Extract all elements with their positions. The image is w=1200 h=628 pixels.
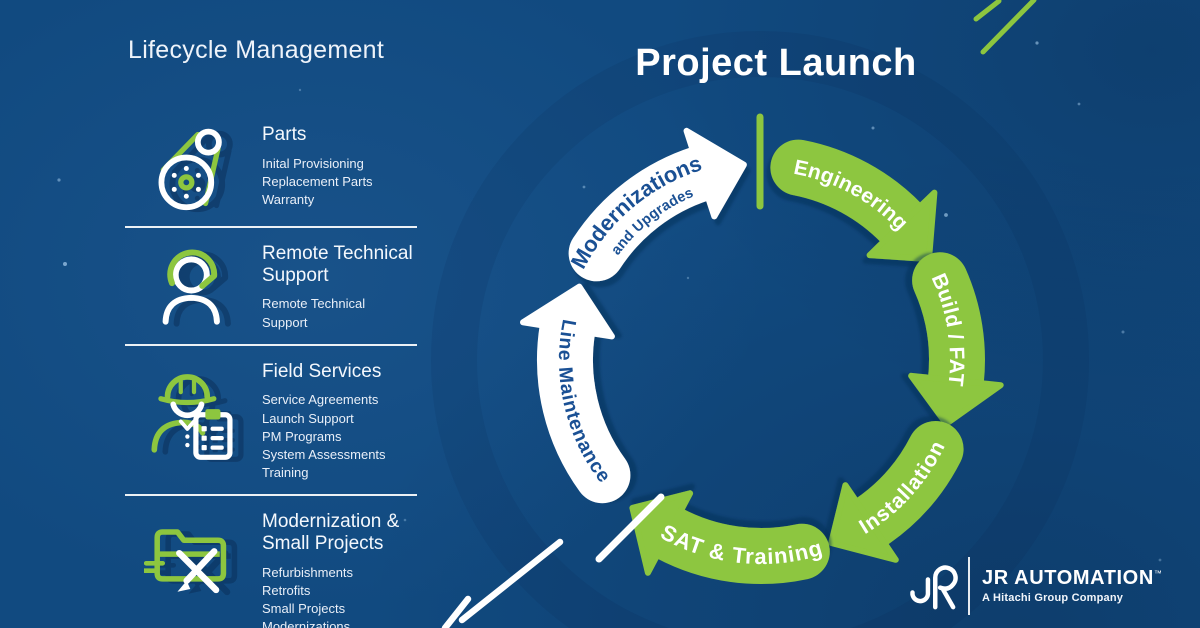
cycle-arrow-modernizations [568,127,747,282]
lifecycle-item: Remote Technical Support [262,296,366,330]
lifecycle-item: Small Projects [262,600,346,616]
logo-divider [968,557,970,615]
lifecycle-item: Launch Support [262,410,354,426]
lifecycle-item: Replacement Parts [262,173,373,189]
background-ring-decor [431,31,1089,628]
lifecycle-item: Service Agreements [262,392,379,408]
cycle-step-label-modernizations: Modernizations [565,150,705,273]
lifecycle-item: Retrofits [262,582,311,598]
trademark-symbol: ™ [1153,569,1163,578]
jr-monogram-icon [910,565,958,610]
headset-support-icon [162,249,220,325]
section-heading-modernization: Modernization & Small Projects [262,511,400,554]
lifecycle-item: Modernizations [262,619,351,628]
field-worker-icon [150,373,233,460]
lifecycle-item: PM Programs [262,428,342,444]
lifecycle-item: Warranty [262,192,315,208]
lifecycle-panel-title: Lifecycle Management [128,36,385,64]
lifecycle-item: Training [262,465,309,481]
star-dots-decor [57,41,1162,562]
logo-company-name: JR AUTOMATION™ [982,567,1163,589]
section-items-remote-support: Remote Technical Support [262,295,388,331]
cycle-arrow-line-maintenance [520,283,631,504]
lifecycle-panel: Lifecycle Management [125,36,417,628]
section-heading-parts: Parts [262,124,307,145]
lifecycle-section-modernization: Modernization & Small Projects Refurbish… [125,496,417,628]
jr-automation-logo: JR AUTOMATION™ A Hitachi Group Company [906,556,1162,616]
logo-tagline: A Hitachi Group Company [982,592,1124,604]
lifecycle-item: Refurbishments [262,564,354,580]
lifecycle-item: System Assessments [262,446,386,462]
cycle-arrow-engineering [770,139,938,263]
lifecycle-section-remote-support: Remote Technical Support Remote Technica… [125,228,417,346]
stage-divider-bottom [595,493,665,563]
cycle-arrow-installation [828,421,964,563]
folder-tools-icon [143,529,226,594]
cycle-arrow-build-fat [908,252,1004,427]
lifecycle-item: Inital Provisioning [262,155,364,171]
green-diagonal-lines-decor [973,0,1037,55]
section-heading-remote-support: Remote Technical Support [262,243,413,286]
section-heading-field-services: Field Services [262,360,382,382]
white-diagonal-lines-decor [441,538,564,628]
pulley-parts-icon [158,128,222,211]
project-launch-title: Project Launch [635,42,917,84]
